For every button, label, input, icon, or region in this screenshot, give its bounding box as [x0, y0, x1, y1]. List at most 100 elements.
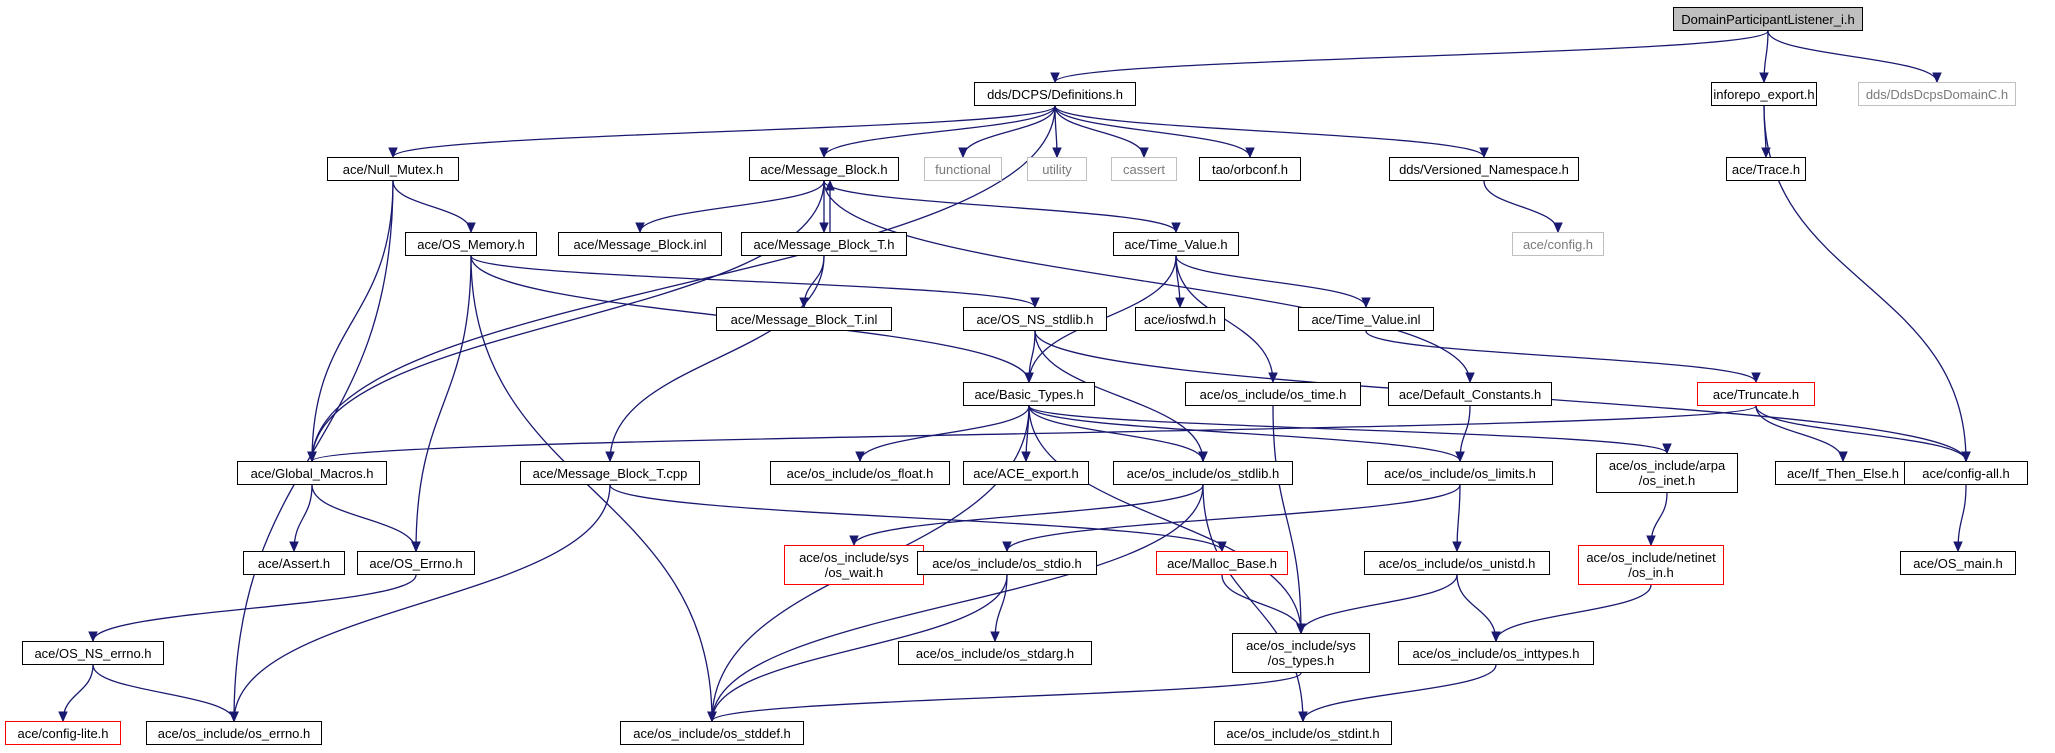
edge-message_block_t_cpp-to-malloc_base — [609, 484, 1223, 552]
arrowhead-truncate-to-config_all — [1961, 451, 1971, 463]
node-ace-malloc-base-h[interactable]: ace/Malloc_Base.h — [1156, 551, 1288, 575]
edge-root-to-definitions — [1054, 30, 1769, 83]
node-dds-dcps-definitions-h[interactable]: dds/DCPS/Definitions.h — [974, 82, 1136, 106]
edge-message_block-to-time_value — [823, 180, 1177, 233]
arrowhead-os_stdlib-to-os_wait — [849, 535, 859, 547]
node-ace-message-block-h[interactable]: ace/Message_Block.h — [749, 157, 899, 181]
edge-null_mutex-to-global_macros — [311, 180, 394, 462]
node-ace-os-errno-h[interactable]: ace/OS_Errno.h — [357, 551, 475, 575]
node-ace-os-include-os-unistd-h[interactable]: ace/os_include/os_unistd.h — [1364, 551, 1550, 575]
edge-os_ns_errno-to-config_lite — [62, 664, 94, 722]
arrowhead-definitions-to-functional — [958, 147, 968, 159]
arrowhead-time_value_inl-to-truncate — [1751, 372, 1761, 384]
edge-message_block-to-message_block_inl — [639, 180, 825, 233]
arrowhead-definitions-to-utility — [1052, 147, 1062, 159]
node-ace-message-block-t-inl[interactable]: ace/Message_Block_T.inl — [716, 307, 892, 331]
node-ace-message-block-t-cpp[interactable]: ace/Message_Block_T.cpp — [520, 461, 700, 485]
edge-malloc_base-to-os_types — [1221, 574, 1302, 634]
node-ace-global-macros-h[interactable]: ace/Global_Macros.h — [237, 461, 387, 485]
arrowhead-os_ns_errno-to-config_lite — [58, 711, 68, 723]
edge-os_in-to-os_inttypes — [1495, 584, 1652, 642]
arrowhead-global_macros-to-assert — [289, 541, 299, 553]
edge-os_limits-to-os_unistd — [1456, 484, 1461, 552]
edge-os_ns_errno-to-os_errno_inc — [92, 664, 235, 722]
node-ace-os-include-os-stdarg-h[interactable]: ace/os_include/os_stdarg.h — [898, 641, 1092, 665]
edge-basic_types-to-os_types — [1028, 405, 1302, 634]
node-dds-versioned-namespace-h[interactable]: dds/Versioned_Namespace.h — [1389, 157, 1579, 181]
arrowhead-basic_types-to-ace_export — [1021, 451, 1031, 463]
node-ace-truncate-h[interactable]: ace/Truncate.h — [1697, 382, 1815, 406]
edge-os_limits-to-os_stdio — [1006, 484, 1461, 552]
edge-definitions-to-null_mutex — [392, 105, 1056, 158]
node-tao-orbconf-h[interactable]: tao/orbconf.h — [1199, 157, 1301, 181]
arrowhead-message_block-to-message_block_inl — [635, 222, 645, 234]
node-ace-if-then-else-h[interactable]: ace/If_Then_Else.h — [1775, 461, 1911, 485]
node-ace-config-lite-h[interactable]: ace/config-lite.h — [5, 721, 121, 745]
node-ace-os-include-os-inttypes-h[interactable]: ace/os_include/os_inttypes.h — [1398, 641, 1594, 665]
edge-message_block-to-default_constants — [823, 180, 1471, 383]
edge-os_stdlib-to-os_stdint — [1202, 484, 1304, 722]
arrowhead-os_limits-to-os_unistd — [1452, 541, 1462, 553]
node-ace-os-ns-stdlib-h[interactable]: ace/OS_NS_stdlib.h — [963, 307, 1107, 331]
edge-truncate-to-config_all — [1755, 405, 1967, 462]
edge-os_errno_h-to-os_ns_errno — [92, 574, 417, 642]
arrowhead-definitions-to-message_block — [819, 147, 829, 159]
arrowhead-message_block-to-time_value — [1171, 222, 1181, 234]
arrowhead-basic_types-to-os_stdlib — [1198, 451, 1208, 463]
node-ace-assert-h[interactable]: ace/Assert.h — [243, 551, 345, 575]
edge-basic_types-to-os_stdlib — [1028, 405, 1204, 462]
edge-definitions-to-orbconf — [1054, 105, 1251, 158]
node-ace-basic-types-h[interactable]: ace/Basic_Types.h — [963, 382, 1095, 406]
node-ace-os-memory-h[interactable]: ace/OS_Memory.h — [405, 232, 537, 256]
node-ace-os-include-sys-os-types-h[interactable]: ace/os_include/sys /os_types.h — [1232, 633, 1370, 673]
node-ace-os-include-netinet-os-in-h[interactable]: ace/os_include/netinet /os_in.h — [1578, 545, 1724, 585]
node-ace-os-include-os-stdint-h[interactable]: ace/os_include/os_stdint.h — [1214, 721, 1392, 745]
node-domainparticipantlistener-i-h[interactable]: DomainParticipantListener_i.h — [1673, 7, 1863, 31]
edge-definitions-to-versioned_ns — [1054, 105, 1485, 158]
arrowhead-global_macros-to-os_errno_h — [411, 541, 421, 553]
node-ace-config-all-h[interactable]: ace/config-all.h — [1904, 461, 2028, 485]
node-ace-os-include-os-errno-h[interactable]: ace/os_include/os_errno.h — [146, 721, 322, 745]
node-functional: functional — [924, 157, 1002, 181]
node-ace-message-block-inl[interactable]: ace/Message_Block.inl — [558, 232, 722, 256]
arrowhead-os_memory-to-os_ns_stdlib — [1030, 297, 1040, 309]
node-ace-os-include-os-stdlib-h[interactable]: ace/os_include/os_stdlib.h — [1113, 461, 1293, 485]
arrowhead-truncate-to-if_then_else — [1838, 451, 1848, 463]
node-ace-os-include-sys-os-wait-h[interactable]: ace/os_include/sys /os_wait.h — [784, 545, 924, 585]
edge-global_macros-to-os_errno_h — [311, 484, 417, 552]
node-ace-message-block-t-h[interactable]: ace/Message_Block_T.h — [741, 232, 907, 256]
node-ace-trace-h[interactable]: ace/Trace.h — [1726, 157, 1806, 181]
node-ace-time-value-inl[interactable]: ace/Time_Value.inl — [1298, 307, 1434, 331]
edge-config_all-to-os_main — [1957, 484, 1967, 552]
dependency-edges — [58, 30, 1971, 723]
node-ace-os-include-arpa-os-inet-h[interactable]: ace/os_include/arpa /os_inet.h — [1596, 453, 1738, 493]
node-inforepo-export-h[interactable]: inforepo_export.h — [1711, 82, 1817, 106]
node-ace-os-include-os-stddef-h[interactable]: ace/os_include/os_stddef.h — [620, 721, 804, 745]
node-ace-time-value-h[interactable]: ace/Time_Value.h — [1113, 232, 1239, 256]
node-ace-iosfwd-h[interactable]: ace/iosfwd.h — [1135, 307, 1225, 331]
node-ace-default-constants-h[interactable]: ace/Default_Constants.h — [1388, 382, 1552, 406]
edge-os_time-to-os_types — [1272, 405, 1302, 634]
node-ace-ace-export-h[interactable]: ace/ACE_export.h — [963, 461, 1089, 485]
edge-os_unistd-to-os_types — [1300, 574, 1458, 634]
arrowhead-basic_types-to-os_inet — [1662, 443, 1672, 455]
edge-os_types-to-os_stddef — [711, 672, 1302, 722]
node-ace-os-main-h[interactable]: ace/OS_main.h — [1900, 551, 2016, 575]
node-ace-os-include-os-limits-h[interactable]: ace/os_include/os_limits.h — [1367, 461, 1553, 485]
arrowhead-os_limits-to-os_stdio — [1002, 541, 1012, 553]
node-ace-os-include-os-float-h[interactable]: ace/os_include/os_float.h — [770, 461, 950, 485]
node-ace-os-ns-errno-h[interactable]: ace/OS_NS_errno.h — [22, 641, 164, 665]
arrowhead-time_value-to-iosfwd — [1175, 297, 1185, 309]
arrowhead-root-to-inforepo_export — [1759, 72, 1769, 84]
node-ace-os-include-os-time-h[interactable]: ace/os_include/os_time.h — [1185, 382, 1361, 406]
arrowhead-os_unistd-to-os_types — [1296, 623, 1306, 635]
arrowhead-message_block_t-to-message_block_t_inl — [799, 297, 809, 309]
edge-root-to-ddsdcpsdomainc — [1767, 30, 1938, 83]
node-ace-os-include-os-stdio-h[interactable]: ace/os_include/os_stdio.h — [917, 551, 1097, 575]
node-ace-null-mutex-h[interactable]: ace/Null_Mutex.h — [327, 157, 459, 181]
arrowhead-definitions-to-versioned_ns — [1479, 147, 1489, 159]
arrowhead-default_constants-to-os_limits — [1455, 451, 1465, 463]
arrowhead-time_value-to-os_time — [1268, 372, 1278, 384]
edge-basic_types-to-os_inet — [1028, 405, 1668, 454]
